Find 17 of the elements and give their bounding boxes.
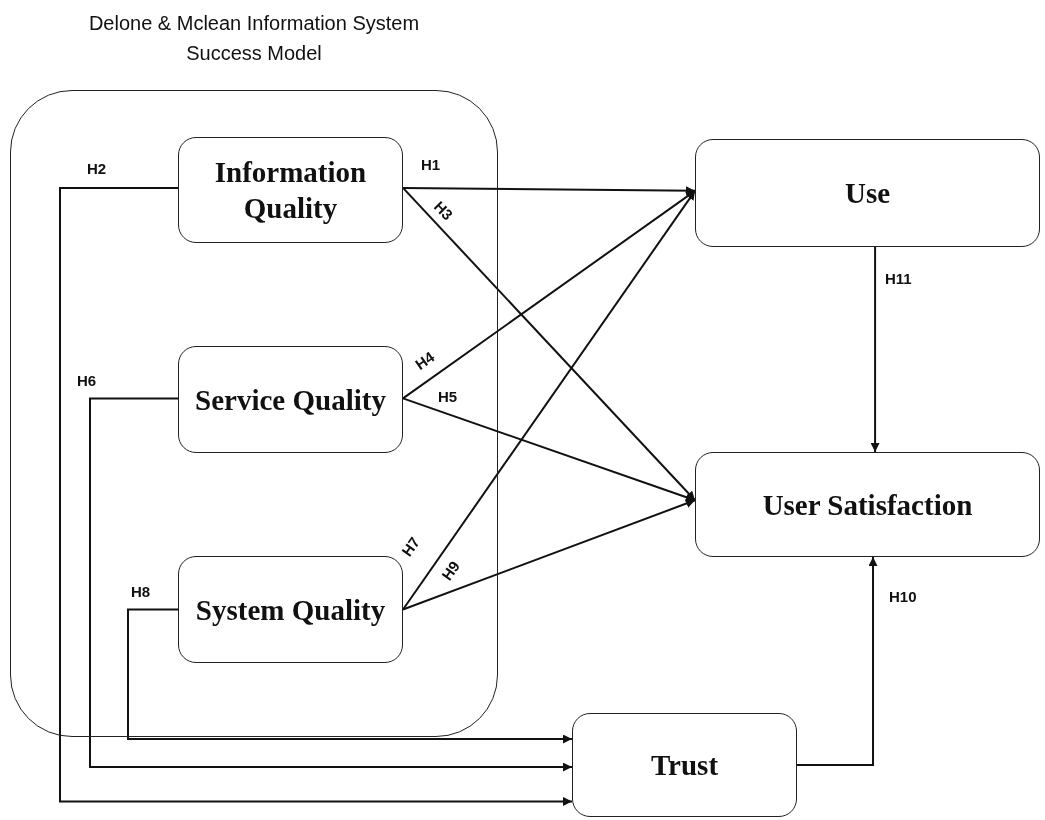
construct-box: System Quality [178, 556, 403, 663]
construct-box: Information Quality [178, 137, 403, 243]
arrow [59, 186, 573, 806]
arrow [89, 397, 573, 772]
construct-box: Use [695, 139, 1040, 247]
arrow [402, 189, 696, 400]
arrow [402, 397, 696, 502]
group-heading: Delone & Mclean Information System Success Model [87, 11, 421, 66]
arrow [127, 608, 573, 744]
arrow [402, 186, 696, 502]
construct-box: Trust [572, 713, 797, 817]
arrow [796, 556, 878, 766]
arrow [870, 246, 880, 453]
construct-box: User Satisfaction [695, 452, 1040, 557]
arrow [402, 499, 696, 611]
arrow [402, 186, 696, 196]
construct-box: Service Quality [178, 346, 403, 453]
